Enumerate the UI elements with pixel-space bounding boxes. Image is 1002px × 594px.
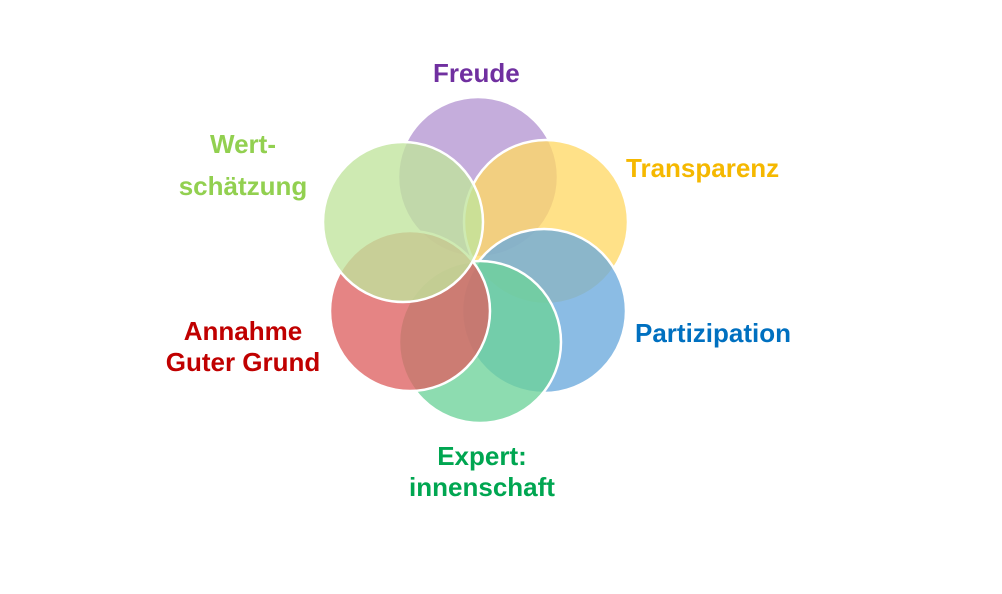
label-freude: Freude (433, 58, 520, 89)
label-expertinnenschaft: Expert: innenschaft (393, 441, 571, 503)
label-transparenz-line-1: Transparenz (626, 153, 780, 183)
label-partizipation: Partizipation (635, 318, 791, 349)
label-wertschaetzung-line-2: schätzung (178, 171, 308, 201)
label-freude-line-1: Freude (433, 58, 520, 88)
circle-wertschaetzung (321, 140, 485, 304)
label-annahme: Annahme Guter Grund (150, 316, 336, 378)
label-transparenz: Transparenz (626, 153, 779, 184)
label-partizipation-line-1: Partizipation (635, 318, 792, 348)
label-annahme-line-2: Guter Grund (165, 347, 321, 377)
label-annahme-line-1: Annahme (183, 316, 303, 346)
label-wertschaetzung: Wert- schätzung (163, 123, 323, 207)
label-wertschaetzung-line-1: Wert- (210, 129, 276, 159)
label-expertinnenschaft-line-2: innenschaft (409, 472, 555, 502)
label-expertinnenschaft-line-1: Expert: (437, 441, 527, 471)
